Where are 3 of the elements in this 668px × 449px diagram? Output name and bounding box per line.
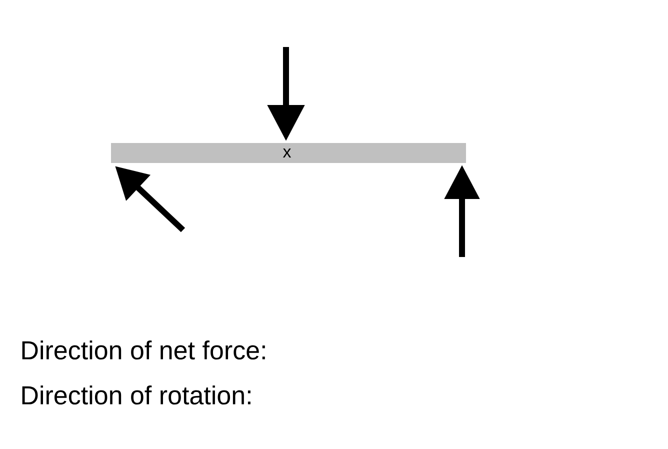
question-text: Direction of net force: bbox=[22, 340, 265, 360]
question-text: Direction of rotation: bbox=[22, 385, 250, 405]
point-mark: x bbox=[282, 148, 292, 158]
